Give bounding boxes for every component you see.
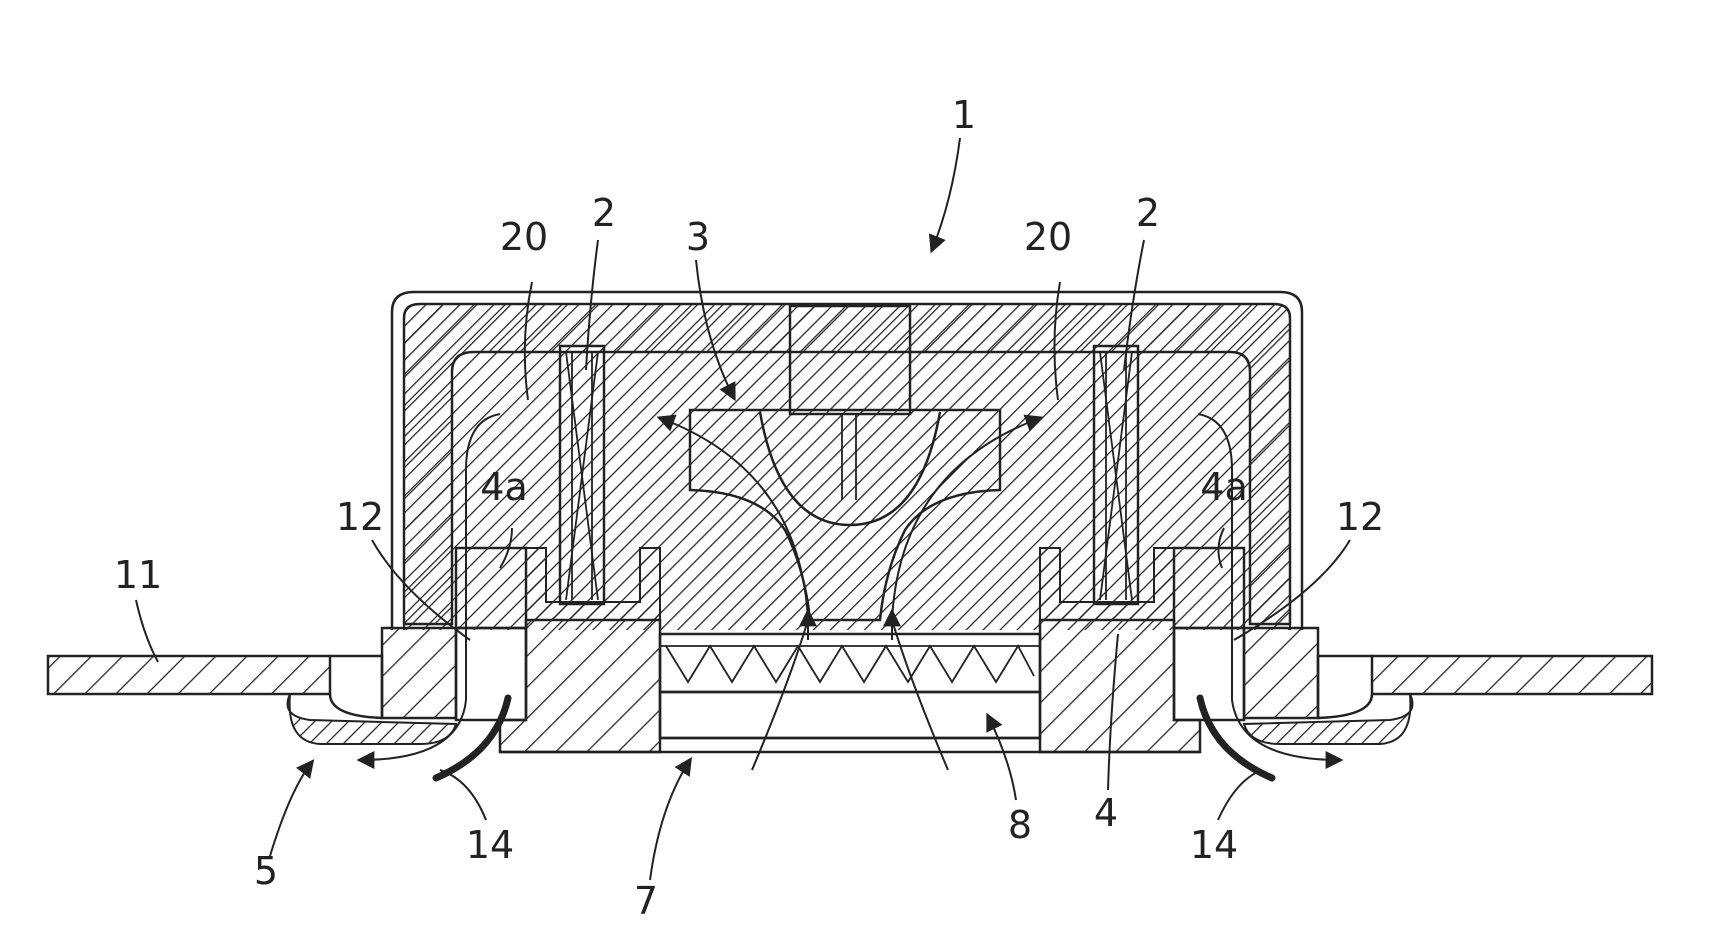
filter — [660, 634, 1040, 692]
inlet-duct — [660, 692, 1040, 738]
label-11: 11 — [114, 553, 162, 597]
label-7: 7 — [634, 879, 658, 923]
label-20-right: 20 — [1024, 215, 1072, 259]
base-plate-right — [1040, 620, 1200, 752]
label-12-right: 12 — [1336, 495, 1384, 539]
label-14-left: 14 — [466, 823, 514, 867]
label-4a-left: 4a — [480, 465, 527, 509]
label-20-left: 20 — [500, 215, 548, 259]
panel-left — [48, 656, 330, 694]
label-1: 1 — [952, 93, 976, 137]
label-8: 8 — [1008, 803, 1032, 847]
base-plate-left — [500, 620, 660, 752]
label-14-right: 14 — [1190, 823, 1238, 867]
label-4: 4 — [1094, 791, 1118, 835]
label-2-left: 2 — [592, 191, 616, 235]
label-4a-right: 4a — [1200, 465, 1247, 509]
label-3: 3 — [686, 215, 710, 259]
label-12-left: 12 — [336, 495, 384, 539]
label-5: 5 — [254, 849, 278, 893]
filter-pleats — [666, 646, 1034, 682]
label-2-right: 2 — [1136, 191, 1160, 235]
panel-right — [1372, 656, 1652, 694]
flange-left — [382, 628, 456, 718]
panel-step-right — [1318, 656, 1372, 718]
flange-right — [1244, 628, 1318, 718]
panel-step-left — [330, 656, 382, 718]
